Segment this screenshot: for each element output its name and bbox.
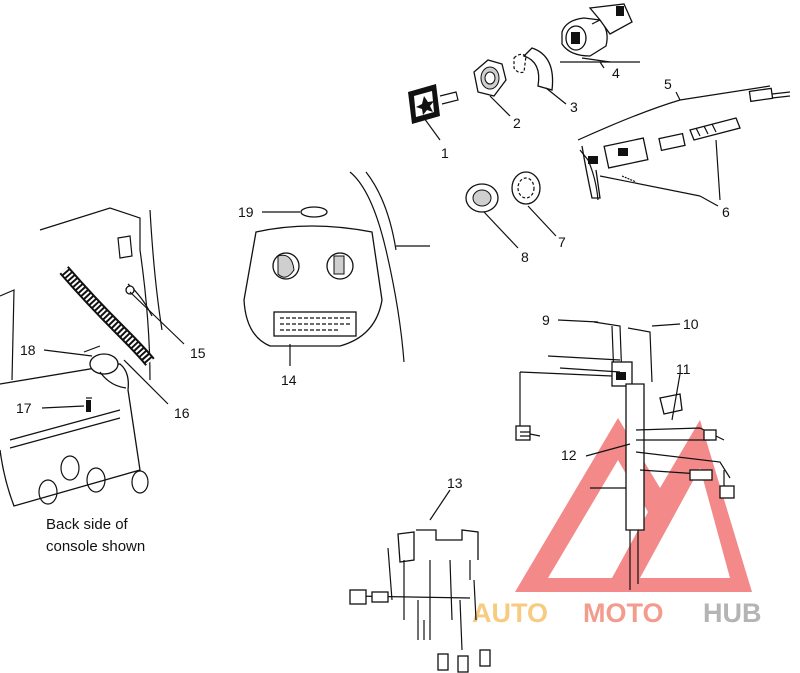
callout-7: 7 — [558, 234, 566, 250]
callout-4: 4 — [612, 65, 620, 81]
callout-13: 13 — [447, 475, 463, 491]
caption-line-2: console shown — [46, 538, 146, 555]
callout-1: 1 — [441, 145, 449, 161]
callout-15: 15 — [190, 345, 206, 361]
watermark-moto: MOTO — [583, 598, 664, 628]
watermark-logo: AUTO MOTO HUB — [472, 418, 762, 628]
grommet-7-part — [511, 171, 541, 205]
leader-lines — [41, 57, 721, 521]
callout-19: 19 — [238, 204, 254, 220]
watermark-auto: AUTO — [472, 598, 548, 628]
wiring-harness-part — [515, 321, 735, 590]
bezel-part — [408, 84, 459, 124]
callout-14: 14 — [281, 372, 297, 388]
callout-17: 17 — [16, 400, 32, 416]
callout-6: 6 — [722, 204, 730, 220]
sub-harness-part — [349, 529, 491, 673]
callout-12: 12 — [561, 447, 577, 463]
callout-2: 2 — [513, 115, 521, 131]
ignition-switch-part — [560, 3, 640, 69]
console-back-part — [0, 207, 163, 507]
watermark-hub: HUB — [703, 598, 762, 628]
caption-line-1: Back side of — [46, 516, 128, 533]
callout-9: 9 — [542, 312, 550, 328]
console-caption: Back side of console shown — [46, 514, 145, 558]
callout-3: 3 — [570, 99, 578, 115]
grommet-8-part — [465, 183, 499, 213]
callout-10: 10 — [683, 316, 699, 332]
console-panel-part — [243, 171, 430, 363]
callout-8: 8 — [521, 249, 529, 265]
callout-16: 16 — [174, 405, 190, 421]
nut-part — [473, 59, 507, 97]
callout-5: 5 — [664, 76, 672, 92]
callout-11: 11 — [676, 361, 691, 377]
washer-arc-part — [513, 47, 554, 91]
callout-18: 18 — [20, 342, 36, 358]
callout-numbers: 1 2 3 4 5 6 7 8 9 10 11 12 13 14 15 16 1… — [16, 65, 730, 491]
switch-harness-part — [577, 85, 791, 201]
